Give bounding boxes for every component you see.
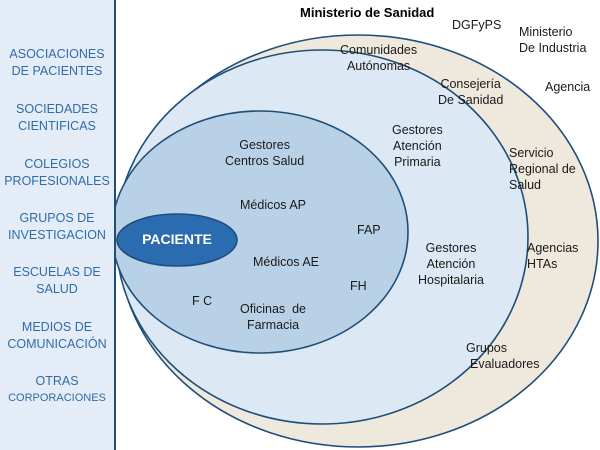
label-line: Centros Salud [225, 154, 305, 168]
sidebar-item-line: CIENTIFICAS [18, 119, 96, 133]
gestores-atencion-primaria-label: Gestores Atención Primaria [392, 122, 443, 170]
label-line: Hospitalaria [418, 273, 485, 287]
label-line: Ministerio [519, 25, 573, 39]
sidebar-item-line: CORPORACIONES [8, 392, 106, 404]
gestores-atencion-hospitalaria-label: Gestores Atención Hospitalaria [418, 240, 484, 288]
label-line: Evaluadores [470, 357, 540, 371]
sidebar-item-medios: MEDIOS DE COMUNICACIÓN [0, 319, 114, 353]
sidebar-item-line: ASOCIACIONES [9, 47, 105, 61]
label-line: Regional de [509, 162, 576, 176]
agencia-label: Agencia [545, 80, 591, 94]
label-line: Atención [426, 257, 476, 271]
sidebar-item-line: MEDIOS DE [21, 320, 93, 334]
consejeria-label: Consejería De Sanidad [438, 76, 503, 108]
sidebar-item-escuelas: ESCUELAS DE SALUD [0, 264, 114, 298]
sidebar-item-colegios: COLEGIOS PROFESIONALES [0, 156, 114, 190]
servicio-regional-label: Servicio Regional de Salud [509, 145, 576, 193]
label-line: De Industria [519, 41, 587, 55]
label-line: Comunidades [340, 43, 418, 57]
label-line: Gestores [392, 123, 443, 137]
grupos-evaluadores-label: Grupos Evaluadores [466, 340, 540, 372]
sidebar-item-otras: OTRAS CORPORACIONES [0, 373, 114, 407]
label-line: Primaria [394, 155, 441, 169]
label-line: HTAs [527, 257, 558, 271]
sidebar-item-line: OTRAS [35, 374, 79, 388]
label-line: Salud [509, 178, 541, 192]
label-line: Gestores [425, 241, 477, 255]
medicos-ap-label: Médicos AP [240, 198, 307, 212]
label-line: Atención [393, 139, 442, 153]
gestores-centros-salud-label: Gestores Centros Salud [225, 137, 304, 169]
comunidades-autonomas-label: Comunidades Autónomas [340, 42, 417, 74]
label-line: Autónomas [346, 59, 411, 73]
label-line: Consejería [440, 77, 501, 91]
fap-label: FAP [357, 223, 381, 237]
sidebar-item-line: ESCUELAS DE [13, 265, 101, 279]
ministerio-industria-label: Ministerio De Industria [519, 24, 586, 56]
ministerio-sanidad-title: Ministerio de Sanidad [300, 5, 435, 20]
sidebar-item-asociaciones: ASOCIACIONES DE PACIENTES [0, 46, 114, 80]
stakeholders-sidebar: ASOCIACIONES DE PACIENTES SOCIEDADES CIE… [0, 0, 116, 450]
fc-label: F C [192, 294, 213, 308]
patient-ellipse [116, 213, 238, 267]
sidebar-item-line: COMUNICACIÓN [7, 337, 107, 351]
sidebar-item-grupos-investigacion: GRUPOS DE INVESTIGACION [0, 210, 114, 244]
label-line: De Sanidad [438, 93, 504, 107]
sidebar-item-line: GRUPOS DE [19, 211, 95, 225]
sidebar-item-line: INVESTIGACION [8, 228, 106, 242]
label-line: Agencias [527, 241, 579, 255]
medicos-ae-label: Médicos AE [253, 255, 320, 269]
sidebar-item-line: SOCIEDADES [16, 102, 98, 116]
label-line: Oficinas de [240, 302, 307, 316]
fh-label: FH [350, 279, 367, 293]
sidebar-item-line: SALUD [36, 282, 78, 296]
label-line: Grupos [466, 341, 507, 355]
agencias-htas-label: Agencias HTAs [527, 240, 578, 272]
sidebar-item-sociedades: SOCIEDADES CIENTIFICAS [0, 101, 114, 135]
sidebar-item-line: DE PACIENTES [11, 64, 103, 78]
patient-label: PACIENTE [142, 231, 212, 247]
label-line: Servicio [509, 146, 554, 160]
sidebar-item-line: PROFESIONALES [4, 174, 110, 188]
oficinas-farmacia-label: Oficinas de Farmacia [240, 301, 306, 333]
sidebar-item-line: COLEGIOS [24, 157, 90, 171]
label-line: Farmacia [246, 318, 300, 332]
label-line: Gestores [239, 138, 290, 152]
dgfyps-label: DGFyPS [452, 18, 502, 32]
